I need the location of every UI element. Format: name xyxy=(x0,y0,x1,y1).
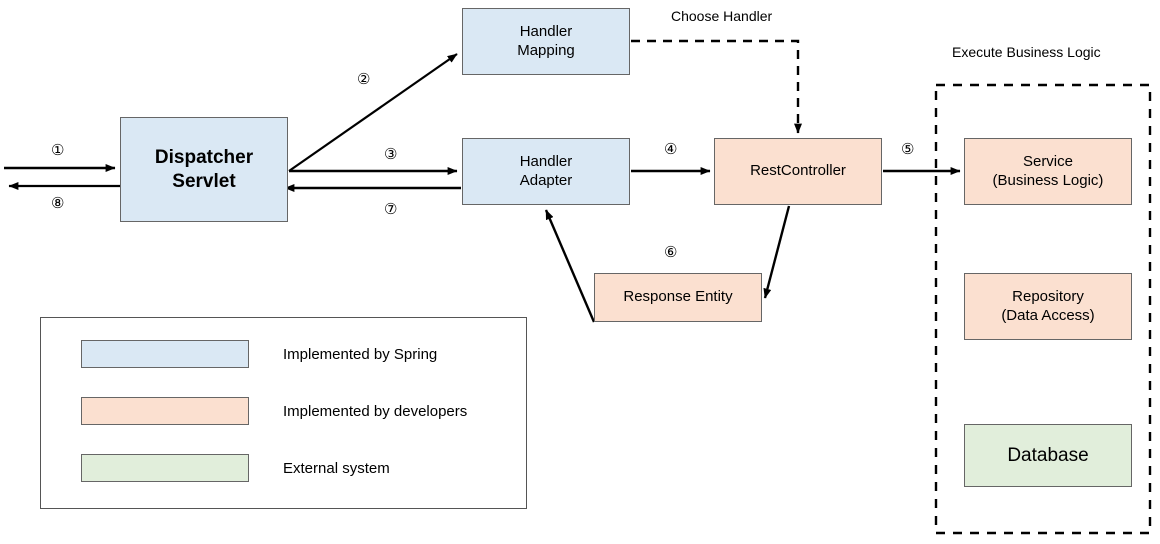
legend: Implemented by Spring Implemented by dev… xyxy=(40,317,527,509)
step-marker-6: ⑥ xyxy=(664,244,678,261)
legend-label-developers: Implemented by developers xyxy=(283,402,468,420)
node-handler-adapter[interactable]: Handler Adapter xyxy=(462,138,630,205)
business-logic-container xyxy=(934,83,1152,535)
legend-swatch-developers xyxy=(81,397,249,425)
legend-swatch-spring xyxy=(81,340,249,368)
legend-item-external: External system xyxy=(81,454,390,482)
legend-item-developers: Implemented by developers xyxy=(81,397,467,425)
step-marker-4: ④ xyxy=(664,141,678,158)
node-rest-controller[interactable]: RestController xyxy=(714,138,882,205)
step-marker-2: ② xyxy=(357,71,371,88)
node-response-entity[interactable]: Response Entity xyxy=(594,273,762,322)
step-marker-1: ① xyxy=(51,142,65,159)
step-marker-3: ③ xyxy=(384,146,398,163)
step-marker-7: ⑦ xyxy=(384,201,398,218)
arrow-step-2 xyxy=(288,53,458,172)
node-handler-mapping[interactable]: Handler Mapping xyxy=(462,8,630,75)
legend-label-spring: Implemented by Spring xyxy=(283,345,438,363)
node-repository[interactable]: Repository (Data Access) xyxy=(964,273,1132,340)
step-marker-5: ⑤ xyxy=(901,141,915,158)
node-database[interactable]: Database xyxy=(964,424,1132,487)
legend-swatch-external xyxy=(81,454,249,482)
legend-label-external: External system xyxy=(283,459,390,477)
node-dispatcher-servlet[interactable]: Dispatcher Servlet xyxy=(120,117,288,222)
legend-item-spring: Implemented by Spring xyxy=(81,340,437,368)
step-marker-8: ⑧ xyxy=(51,195,65,212)
label-execute-business-logic: Execute Business Logic xyxy=(952,44,1101,60)
label-choose-handler: Choose Handler xyxy=(671,8,773,24)
arrow-step-6-entity-to-adapter xyxy=(544,209,596,323)
node-service[interactable]: Service (Business Logic) xyxy=(964,138,1132,205)
arrow-step-6-controller-to-entity xyxy=(763,205,791,299)
dashed-connector-choose-handler xyxy=(631,39,802,134)
